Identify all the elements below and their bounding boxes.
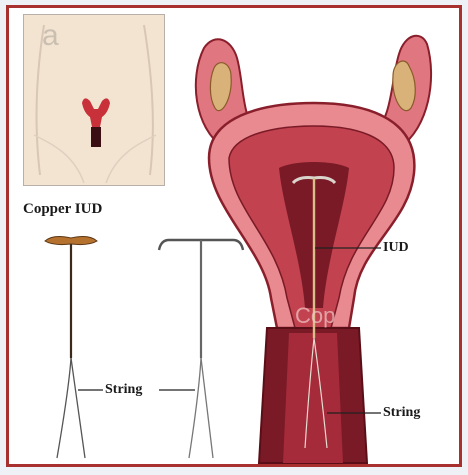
diagram-frame: a Copper IUD	[6, 5, 462, 467]
string-label-right: String	[383, 405, 420, 421]
uterus-cross-section: Cop	[9, 8, 462, 467]
iud-label: IUD	[383, 240, 409, 256]
watermark-text: Cop	[295, 303, 335, 328]
string-label-left: String	[105, 382, 142, 398]
